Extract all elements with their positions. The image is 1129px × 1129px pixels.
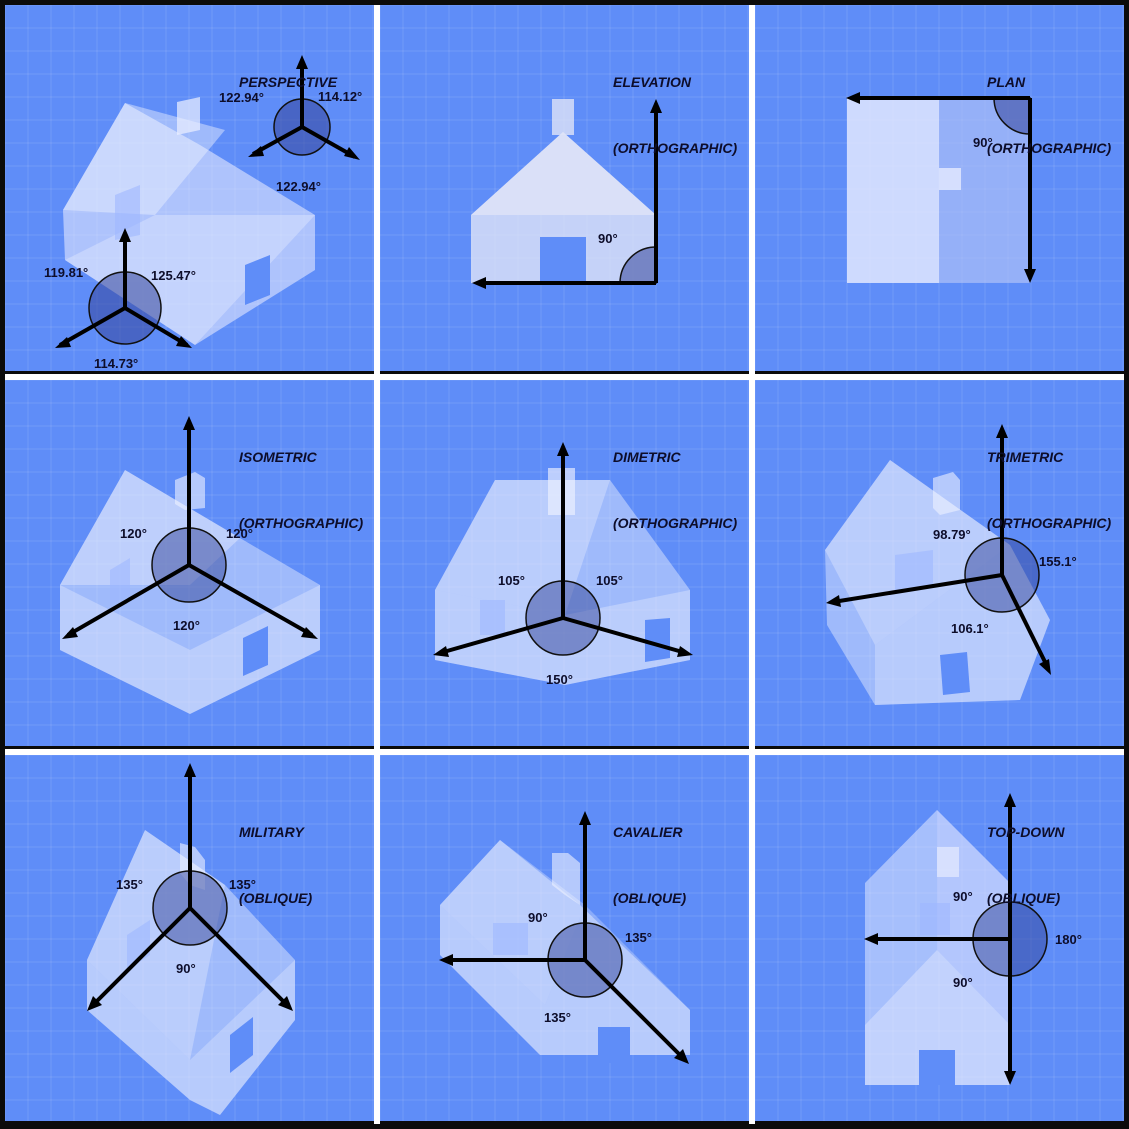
angle-label: 90° [953, 975, 973, 990]
panel-perspective: 122.94° 114.12° 122.94° 119.81° 125.47° … [5, 5, 374, 371]
angle-label: 90° [598, 231, 618, 246]
angle-label: 105° [498, 573, 525, 588]
angle-label: 114.73° [94, 356, 138, 371]
panel-cavalier: 90° 135° 135° CAVALIER (OBLIQUE) [380, 755, 749, 1121]
divider [5, 749, 1124, 755]
title-line-1: CAVALIER [613, 824, 683, 840]
title-line-1: ELEVATION [613, 74, 692, 90]
angle-label: 98.79° [933, 527, 971, 542]
panel-title: DIMETRIC (ORTHOGRAPHIC) [613, 402, 737, 578]
panel-plan: 90° PLAN (ORTHOGRAPHIC) [755, 5, 1124, 371]
panel-elevation: 90° ELEVATION (ORTHOGRAPHIC) [380, 5, 749, 371]
angle-label: 122.94° [276, 179, 321, 194]
angle-label: 155.1° [1039, 554, 1077, 569]
panel-title: TOP-DOWN (OBLIQUE) [987, 777, 1065, 953]
divider [749, 5, 755, 1124]
angle-label: 135° [116, 877, 143, 892]
plan-drawing: 90° [755, 5, 1124, 371]
angle-label: 119.81° [44, 265, 88, 280]
elevation-drawing: 90° [380, 5, 749, 371]
angle-label: 180° [1055, 932, 1082, 947]
house [87, 830, 295, 1115]
panel-title: ISOMETRIC (ORTHOGRAPHIC) [239, 402, 363, 578]
title-line-1: TRIMETRIC [987, 449, 1064, 465]
axis-gizmo-top [248, 55, 360, 160]
divider [374, 5, 380, 1124]
panel-trimetric: 98.79° 155.1° 106.1° TRIMETRIC (ORTHOGRA… [755, 380, 1124, 746]
title-line-1: PERSPECTIVE [239, 74, 338, 90]
top-down-drawing: 90° 180° 90° [755, 755, 1124, 1121]
panel-isometric: 120° 120° 120° ISOMETRIC (ORTHOGRAPHIC) [5, 380, 374, 746]
title-line-1: DIMETRIC [613, 449, 681, 465]
title-line-2: (ORTHOGRAPHIC) [239, 515, 364, 531]
angle-label: 106.1° [951, 621, 989, 636]
cavalier-drawing: 90° 135° 135° [380, 755, 749, 1121]
title-line-2: (ORTHOGRAPHIC) [987, 140, 1112, 156]
angle-label: 90° [953, 889, 973, 904]
title-line-2: (OBLIQUE) [987, 890, 1061, 906]
panel-title: PLAN (ORTHOGRAPHIC) [987, 27, 1111, 203]
house [471, 99, 656, 283]
divider [5, 374, 1124, 380]
title-line-2: (OBLIQUE) [613, 890, 687, 906]
angle-label: 90° [528, 910, 548, 925]
angle-label: 135° [625, 930, 652, 945]
angle-label: 120° [120, 526, 147, 541]
angle-label: 90° [973, 135, 993, 150]
title-line-2: (ORTHOGRAPHIC) [613, 140, 738, 156]
dimetric-drawing: 105° 105° 150° [380, 380, 749, 746]
military-drawing: 135° 135° 90° [5, 755, 374, 1121]
house [63, 97, 315, 345]
angle-label: 135° [544, 1010, 571, 1025]
grid [5, 755, 374, 1121]
angle-label: 120° [173, 618, 200, 633]
title-line-2: (ORTHOGRAPHIC) [613, 515, 738, 531]
angle-label: 125.47° [151, 268, 196, 283]
panel-title: MILITARY (OBLIQUE) [239, 777, 312, 953]
angle-label: 114.12° [318, 89, 362, 104]
title-line-1: ISOMETRIC [239, 449, 317, 465]
title-line-1: MILITARY [239, 824, 304, 840]
title-line-1: PLAN [987, 74, 1026, 90]
panel-military: 135° 135° 90° MILITARY (OBLIQUE) [5, 755, 374, 1121]
isometric-drawing: 120° 120° 120° [5, 380, 374, 746]
title-line-2: (OBLIQUE) [239, 890, 313, 906]
trimetric-drawing: 98.79° 155.1° 106.1° [755, 380, 1124, 746]
perspective-drawing: 122.94° 114.12° 122.94° 119.81° 125.47° … [5, 5, 374, 371]
panel-top-down: 90° 180° 90° TOP-DOWN (OBLIQUE) [755, 755, 1124, 1121]
panel-title: TRIMETRIC (ORTHOGRAPHIC) [987, 402, 1111, 578]
angle-label: 90° [176, 961, 196, 976]
panel-dimetric: 105° 105° 150° DIMETRIC (ORTHOGRAPHIC) [380, 380, 749, 746]
angle-label: 105° [596, 573, 623, 588]
axis-gizmo-bottom [55, 228, 192, 348]
angle-label: 135° [229, 877, 256, 892]
angle-label: 122.94° [219, 90, 264, 105]
angle-label: 150° [546, 672, 573, 687]
panel-title: PERSPECTIVE [239, 27, 337, 181]
angle-label: 120° [226, 526, 253, 541]
title-line-2: (ORTHOGRAPHIC) [987, 515, 1112, 531]
panel-title: ELEVATION (ORTHOGRAPHIC) [613, 27, 737, 203]
title-line-1: TOP-DOWN [987, 824, 1065, 840]
panel-title: CAVALIER (OBLIQUE) [613, 777, 686, 953]
